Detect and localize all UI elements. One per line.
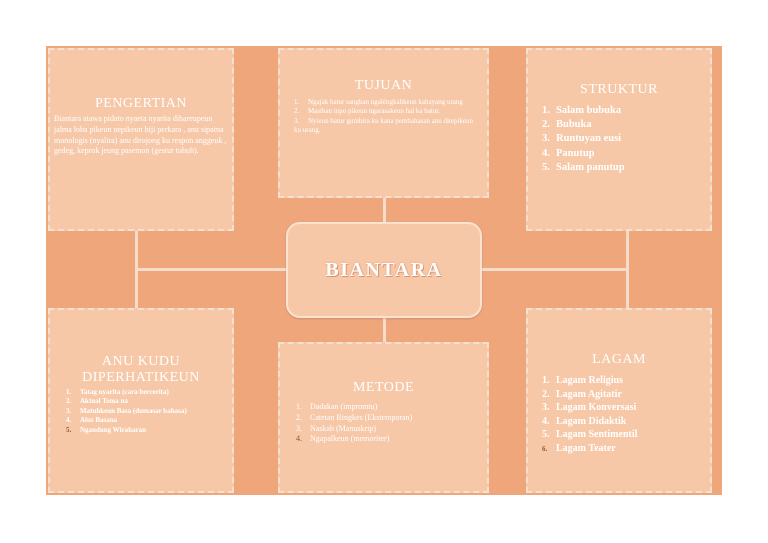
connector-bottom: [383, 318, 386, 342]
pengertian-title: PENGERTIAN: [94, 96, 188, 111]
card-tujuan: TUJUAN 1.Ngajak batur sangkan ngaléngkah…: [278, 48, 489, 198]
list-item: 4.Lagam Didaktik: [542, 415, 627, 427]
center-title: BIANTARA: [325, 258, 443, 281]
list-item: 1.Lagam Religius: [542, 375, 623, 386]
list-item: 1.Tatag nyarita (cara bercerita): [66, 388, 169, 396]
list-item: 2.Bubuka: [542, 119, 592, 131]
list-item: 5.Ngandung Wiraharan: [66, 425, 147, 434]
tujuan-list: 1.Ngajak batur sangkan ngaléngkahkeun ka…: [280, 98, 487, 136]
mind-map-board: PENGERTIAN Biantara atawa pidato nyaeta …: [46, 46, 722, 495]
pengertian-body: Biantara atawa pidato nyaeta nyarita dih…: [54, 114, 227, 156]
card-pengertian: PENGERTIAN Biantara atawa pidato nyaeta …: [48, 48, 234, 231]
card-anu-kudu-diperhatikeun: ANU KUDU DIPERHATIKEUN 1.Tatag nyarita (…: [48, 308, 234, 493]
anu-kudu-list: 1.Tatag nyarita (cara bercerita) 2.Aktua…: [50, 388, 232, 435]
list-item: 2.Catetan Ringkes (Ekstemporan): [296, 412, 413, 422]
list-item: 4.Ngapalkeun (memoriter): [296, 434, 390, 444]
list-item: 2.Aktual Tema na: [66, 397, 128, 406]
metode-list: 1.Dadakan (impromtu) 2.Catetan Ringkes (…: [280, 402, 487, 445]
anu-kudu-title-line1: ANU KUDU: [101, 354, 181, 369]
lagam-list: 1.Lagam Religius 2.Lagam Agitatir 3.Laga…: [528, 374, 710, 455]
list-item: 3.Matuhkeun Basa (dumasar bahasa): [66, 406, 187, 415]
connector-right-horizontal: [482, 268, 628, 271]
center-node: BIANTARA: [286, 222, 482, 318]
lagam-title: LAGAM: [592, 352, 646, 367]
list-item: 1.Dadakan (impromtu): [296, 402, 378, 411]
list-item: 2.Masihan inpo pikeun ngarasakeun hal ka…: [294, 107, 440, 116]
struktur-list: 1.Salam bubuka 2.Bubuka 3.Runtuyan eusi …: [528, 104, 710, 175]
list-item: 2.Lagam Agitatir: [542, 388, 622, 400]
list-item: 3.Lagam Konversasi: [542, 402, 637, 413]
list-item: 3.Nyieun batur gumbira ku kana pembahasa…: [294, 116, 474, 135]
card-struktur: STRUKTUR 1.Salam bubuka 2.Bubuka 3.Runtu…: [526, 48, 712, 231]
list-item: 5.Lagam Sentimentil: [542, 429, 638, 440]
list-item: 4.Panutup: [542, 147, 595, 159]
list-item: 4.Alus Basana: [66, 416, 118, 425]
card-metode: METODE 1.Dadakan (impromtu) 2.Catetan Ri…: [278, 342, 489, 493]
card-lagam: LAGAM 1.Lagam Religius 2.Lagam Agitatir …: [526, 308, 712, 493]
metode-title: METODE: [352, 380, 415, 395]
list-item: 5.Salam panutup: [542, 161, 625, 173]
list-item: 3.Runtuyan eusi: [542, 133, 622, 145]
list-item: 3.Naskah (Manuskrip): [296, 423, 376, 433]
list-item: 1.Salam bubuka: [542, 105, 622, 116]
list-item: 1.Ngajak batur sangkan ngaléngkahkeun ka…: [294, 98, 463, 106]
list-item: 6.Lagam Teater: [542, 442, 616, 454]
struktur-title: STRUKTUR: [580, 82, 658, 97]
anu-kudu-title-line2: DIPERHATIKEUN: [82, 370, 200, 385]
tujuan-title: TUJUAN: [354, 78, 413, 93]
connector-top: [383, 196, 386, 224]
connector-left-horizontal: [136, 268, 286, 271]
